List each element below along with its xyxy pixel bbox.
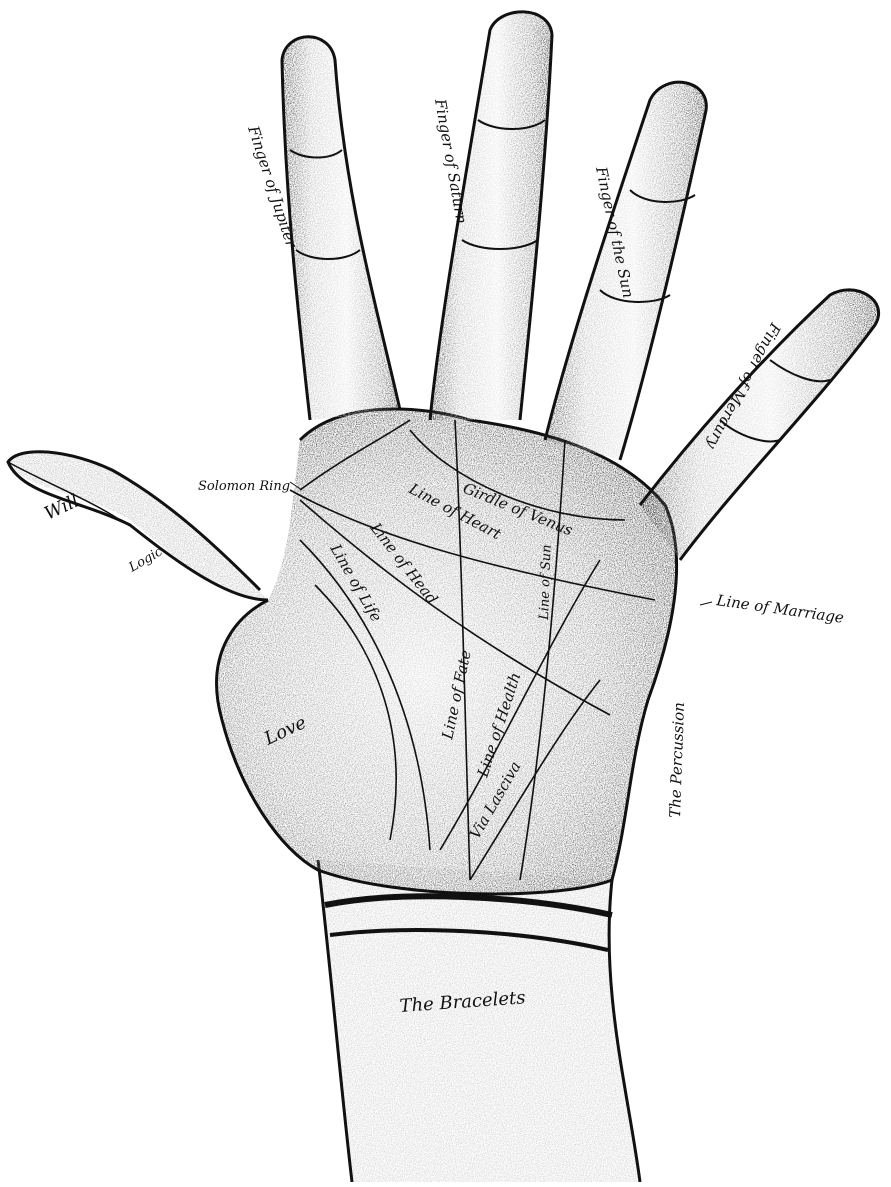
- label-line-of-sun: Line of Sun: [537, 544, 555, 621]
- index-finger: [282, 37, 400, 420]
- little-finger: [640, 290, 879, 560]
- label-line-of-marriage: Line of Marriage: [714, 591, 845, 627]
- label-solomons-ring: Solomon Ring: [198, 479, 290, 494]
- label-percussion: The Percussion: [666, 702, 688, 818]
- thumb: [8, 451, 268, 600]
- label-logic: Logic: [126, 544, 166, 576]
- middle-finger: [430, 12, 552, 420]
- label-finger-saturn: Finger of Saturn: [431, 97, 471, 226]
